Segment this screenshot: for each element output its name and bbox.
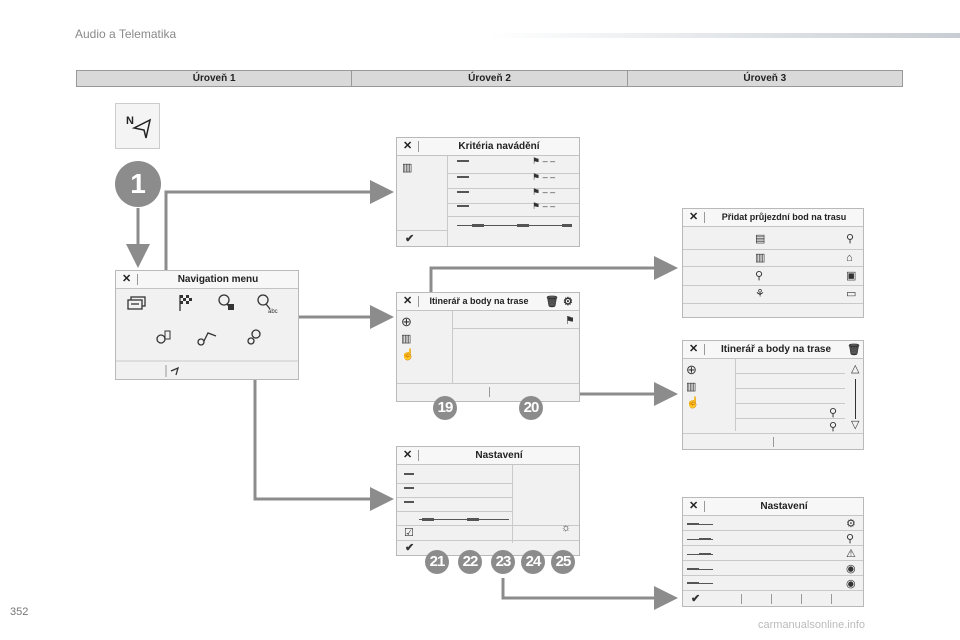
close-icon[interactable]: ✕ [403,140,413,152]
traffic-icon[interactable]: ⚙ [846,518,856,530]
voice-icon[interactable]: ⚲ [846,533,855,545]
arrow-to-nastaveni2 [501,578,678,610]
poi-icon[interactable]: ⚘ [755,288,765,300]
nav-menu-icons: abc [116,294,298,377]
folder-icon[interactable]: ▭ [846,288,857,300]
header-rule [490,33,960,38]
nastaveni-detail-panel: ✕ Nastavení ⚙ ⚲ ⚠ ◉ ◉ ✔ [682,497,864,607]
address-icon[interactable]: ▤ [755,233,766,245]
map-icon: ▥ [402,162,413,174]
step-number-1: 1 [115,161,161,207]
close-icon[interactable]: ✕ [403,295,413,307]
panel-title: Přidat průjezdní bod na trasu [721,212,847,222]
confirm-check-icon[interactable]: ✔ [405,233,415,245]
add-icon[interactable]: ⊕ [401,314,412,329]
close-icon[interactable]: ✕ [403,449,413,461]
callout-24: 24 [521,550,545,574]
flag-icon: ⚑ ‒ ‒ [532,172,556,182]
svg-text:N: N [126,115,134,127]
page-number: 352 [10,606,29,618]
level-3-heading: Úroveň 3 [743,73,787,84]
level-2-heading: Úroveň 2 [352,71,628,86]
waypoint-icon: ⚲ [829,421,838,433]
callout-23: 23 [491,550,515,574]
callout-21: 21 [425,550,449,574]
compass-button[interactable]: N [115,103,160,149]
close-icon[interactable]: ✕ [689,500,699,512]
waypoint-icon: ⚲ [829,407,838,419]
trash-icon[interactable]: 🗑 [545,296,559,308]
confirm-check-icon[interactable]: ✔ [691,593,701,605]
callout-25: 25 [551,550,575,574]
flag-icon: ⚑ ‒ ‒ [532,187,556,197]
move-down-icon[interactable]: ▽ [851,419,860,431]
arrow-to-nastaveni [253,343,394,511]
navigation-menu-panel: ✕ Navigation menu abc [115,270,299,380]
callout-22: 22 [458,550,482,574]
callout-20: 20 [519,396,543,420]
kriteria-navadeni-panel: ✕ Kritéria navádění ▥ ✔ ⚑ ‒ ‒ ⚑ ‒ ‒ ⚑ ‒ … [396,137,580,247]
flag-icon: ⚑ ‒ ‒ [532,156,556,166]
close-icon[interactable]: ✕ [689,211,699,223]
day-night-icon[interactable]: ☼ [561,522,572,534]
callout-19: 19 [433,396,457,420]
contact-search-icon[interactable]: ⚲ [846,233,855,245]
close-icon[interactable]: ✕ [689,343,699,355]
confirm-check-icon[interactable]: ✔ [405,542,415,554]
level-table-header: Úroveň 1 Úroveň 2 Úroveň 3 [76,70,903,87]
hand-icon[interactable]: ☝ [686,397,700,409]
close-icon[interactable]: ✕ [122,273,132,285]
hand-icon[interactable]: ☝ [401,349,415,361]
add-icon[interactable]: ⊕ [686,362,697,377]
search-icon[interactable]: ⚲ [755,270,764,282]
panel-title: Nastavení [475,450,523,461]
location-pin-icon[interactable]: ◉ [846,578,856,590]
map-icon[interactable]: ▥ [686,381,697,393]
flag-icon: ⚑ [565,315,575,327]
move-up-icon[interactable]: △ [851,363,860,375]
abc-search-label: abc [268,309,278,315]
panel-title: Itinerář a body na trase [429,296,529,306]
warning-icon[interactable]: ⚠ [846,548,856,560]
route-settings-icon[interactable]: ⚙ [563,296,573,308]
checkbox-icon[interactable]: ☑ [404,527,414,539]
itinerar-panel: ✕ Itinerář a body na trase 🗑 ⚙ ⊕ ▥ ☝ ⚑ [396,292,580,402]
panel-title: Navigation menu [177,274,259,285]
flag-icon: ⚑ ‒ ‒ [532,201,556,211]
compass-icon: N [126,115,152,139]
nastaveni-panel: ✕ Nastavení ☑ ☼ ✔ [396,446,580,556]
itinerar-detail-panel: ✕ Itinerář a body na trase 🗑 ⊕ ▥ ☝ △ ▽ ⚲… [682,340,864,450]
panel-title: Itinerář a body na trase [720,344,832,355]
watermark: carmanualsonline.info [758,619,866,631]
panel-title: Kritéria navádění [458,141,540,152]
contacts-icon[interactable]: ▣ [846,270,857,282]
pridat-bod-panel: ✕ Přidat průjezdní bod na trasu ▤ ▥ ⚲ ⚘ … [682,208,864,318]
location-pin-icon[interactable]: ◉ [846,563,856,575]
trash-icon[interactable]: 🗑 [847,344,861,356]
home-icon[interactable]: ⌂ [846,252,853,264]
page-section-title: Audio a Telematika [75,27,177,41]
panel-title: Nastavení [760,501,808,512]
level-1-heading: Úroveň 1 [77,71,353,86]
map-icon[interactable]: ▥ [755,252,766,264]
map-icon[interactable]: ▥ [401,333,412,345]
